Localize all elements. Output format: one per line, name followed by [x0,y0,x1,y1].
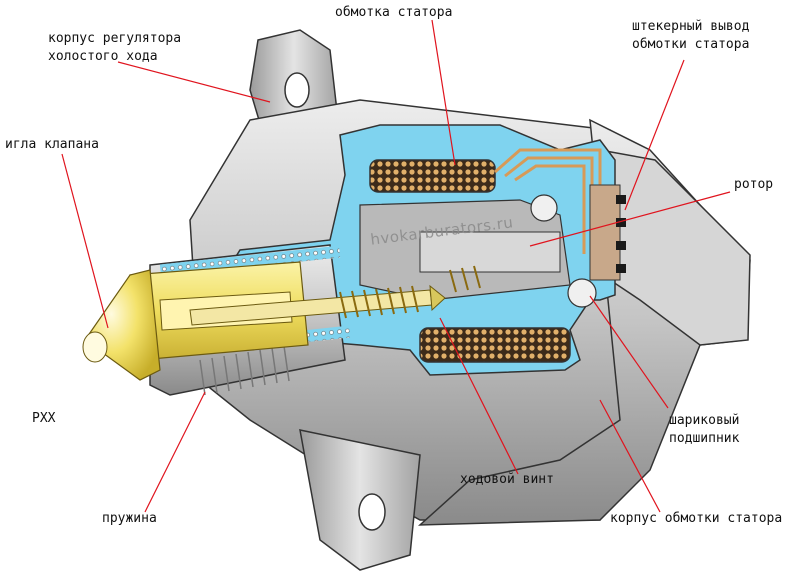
lower-bolt-hole [358,493,386,531]
upper-bolt-hole [284,72,310,108]
valve-needle-cone [84,269,161,381]
label-ball-bearing-line1: шариковый [669,413,740,428]
terminal-pin-2 [616,218,626,227]
leader-regulator-body [117,61,271,103]
stator-winding-upper [369,159,496,193]
valve-needle-tip [82,331,108,363]
lead-screw-threads [339,285,419,319]
leader-stator-housing [599,399,661,513]
leader-rotor [529,191,731,247]
nose-threads [199,345,290,396]
lower-mounting-ear [299,429,421,571]
label-spring: пружина [102,511,157,526]
ball-bearing-lower [567,278,597,308]
label-regulator-body-line1: корпус регулятора [48,31,182,46]
leader-lines [61,19,731,513]
lead-screw-tip [429,284,446,312]
leader-valve-needle [61,153,109,329]
label-plug-terminal-line2: обмотки статора [632,37,750,52]
leader-stator-winding [431,19,456,166]
ball-bearing-upper [530,194,558,222]
stator-winding-lower [419,327,571,363]
leader-spring [144,391,206,513]
leader-lead-screw [439,317,519,475]
label-ball-bearing-line2: подшипник [669,431,740,446]
label-plug-terminal-line1: штекерный вывод [632,19,750,34]
label-stator-winding: обмотка статора [335,5,453,20]
terminal-pin-4 [616,264,626,273]
label-lead-screw: ходовой винт [460,472,554,487]
label-regulator-body-line2: холостого хода [48,49,158,64]
label-device-name: РХХ [32,411,56,426]
rotor-screw-threads [449,265,481,293]
label-plug-terminal: штекерный вывод обмотки статора [632,18,749,54]
label-stator-housing: корпус обмотки статора [610,511,783,526]
label-valve-needle: игла клапана [5,137,99,152]
leader-plug-terminal [624,59,685,211]
label-ball-bearing: шариковый подшипник [669,412,739,448]
terminal-pin-3 [616,241,626,250]
rotor-core [419,231,561,273]
label-regulator-body: корпус регулятора холостого хода [48,30,181,66]
label-rotor: ротор [734,177,774,192]
leader-ball-bearing [589,295,669,409]
terminal-pin-1 [616,195,626,204]
terminal-block [589,184,621,281]
